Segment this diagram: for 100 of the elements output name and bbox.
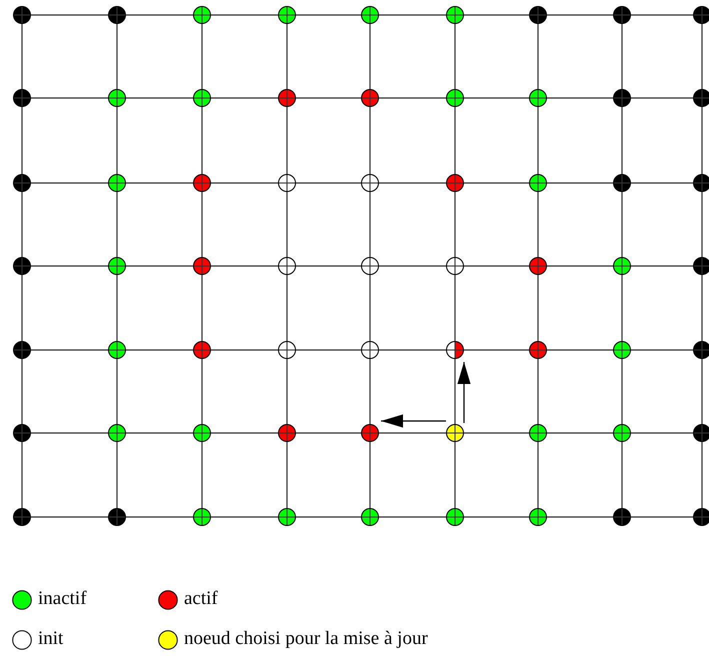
- grid-line: [369, 192, 371, 257]
- grid-line: [126, 97, 193, 99]
- grid-line: [464, 349, 529, 351]
- grid-line: [296, 182, 361, 184]
- grid-line: [31, 516, 108, 518]
- grid-line: [201, 359, 203, 424]
- grid-line: [211, 14, 278, 16]
- grid-line: [21, 359, 23, 424]
- grid-line: [116, 275, 118, 341]
- grid-line: [454, 275, 456, 341]
- grid-line: [547, 97, 613, 99]
- grid-line: [369, 359, 371, 424]
- grid-line: [211, 97, 278, 99]
- arrow: [457, 362, 471, 423]
- grid-line: [547, 432, 613, 434]
- grid-line: [126, 182, 193, 184]
- grid-line: [201, 275, 203, 341]
- grid-line: [631, 97, 693, 99]
- legend-label: actif: [184, 588, 218, 610]
- grid-line: [454, 107, 456, 174]
- grid-line: [621, 275, 623, 341]
- grid-line: [286, 192, 288, 257]
- grid-line: [211, 432, 278, 434]
- grid-line: [454, 24, 456, 89]
- grid-line: [379, 432, 446, 434]
- grid-line: [211, 265, 278, 267]
- grid-line: [537, 107, 539, 174]
- grid-line: [621, 359, 623, 424]
- grid-line: [126, 432, 193, 434]
- grid-line: [126, 516, 193, 518]
- grid-line: [126, 349, 193, 351]
- grid-line: [31, 14, 108, 16]
- grid-line: [701, 192, 703, 257]
- grid-line: [621, 442, 623, 508]
- grid-line: [201, 24, 203, 89]
- legend-label: noeud choisi pour la mise à jour: [184, 628, 428, 650]
- grid-line: [21, 192, 23, 257]
- grid-line: [537, 359, 539, 424]
- grid-line: [31, 349, 108, 351]
- grid-line: [201, 442, 203, 508]
- grid-line: [631, 432, 693, 434]
- grid-line: [537, 442, 539, 508]
- grid-line: [286, 24, 288, 89]
- grid-line: [21, 275, 23, 341]
- grid-line: [379, 265, 446, 267]
- grid-line: [296, 14, 361, 16]
- grid-line: [31, 97, 108, 99]
- grid-line: [21, 442, 23, 508]
- grid-line: [631, 182, 693, 184]
- grid-line: [116, 442, 118, 508]
- legend-label: inactif: [38, 588, 87, 610]
- grid-line: [464, 14, 529, 16]
- grid-line: [369, 442, 371, 508]
- grid-line: [701, 442, 703, 508]
- grid-line: [454, 192, 456, 257]
- grid-line: [379, 182, 446, 184]
- grid-line: [286, 442, 288, 508]
- grid-line: [211, 182, 278, 184]
- grid-line: [379, 14, 446, 16]
- grid-line: [21, 107, 23, 174]
- grid-line: [31, 182, 108, 184]
- grid-line: [379, 97, 446, 99]
- grid-line: [296, 432, 361, 434]
- grid-line: [201, 192, 203, 257]
- grid-line: [369, 24, 371, 89]
- grid-line: [621, 107, 623, 174]
- grid-line: [379, 516, 446, 518]
- grid-line: [116, 24, 118, 89]
- grid-line: [547, 516, 613, 518]
- grid-line: [631, 14, 693, 16]
- grid-line: [286, 275, 288, 341]
- grid-line: [547, 349, 613, 351]
- legend-label: init: [38, 628, 64, 650]
- grid-line: [296, 97, 361, 99]
- grid-line: [201, 107, 203, 174]
- grid-line: [621, 24, 623, 89]
- grid-line: [464, 432, 529, 434]
- grid-line: [379, 349, 446, 351]
- grid-line: [464, 516, 529, 518]
- grid-line: [537, 275, 539, 341]
- grid-line: [116, 359, 118, 424]
- grid-line: [537, 192, 539, 257]
- grid-line: [537, 24, 539, 89]
- grid-line: [631, 265, 693, 267]
- grid-line: [464, 265, 529, 267]
- grid-line: [296, 349, 361, 351]
- grid-line: [631, 516, 693, 518]
- grid-line: [454, 442, 456, 508]
- grid-line: [631, 349, 693, 351]
- grid-line: [21, 24, 23, 89]
- grid-line: [286, 107, 288, 174]
- grid-line: [31, 265, 108, 267]
- grid-line: [547, 265, 613, 267]
- grid-line: [31, 432, 108, 434]
- grid-line: [116, 107, 118, 174]
- grid-line: [296, 516, 361, 518]
- grid-line: [369, 275, 371, 341]
- grid-line: [211, 516, 278, 518]
- grid-line: [286, 359, 288, 424]
- grid-line: [464, 182, 529, 184]
